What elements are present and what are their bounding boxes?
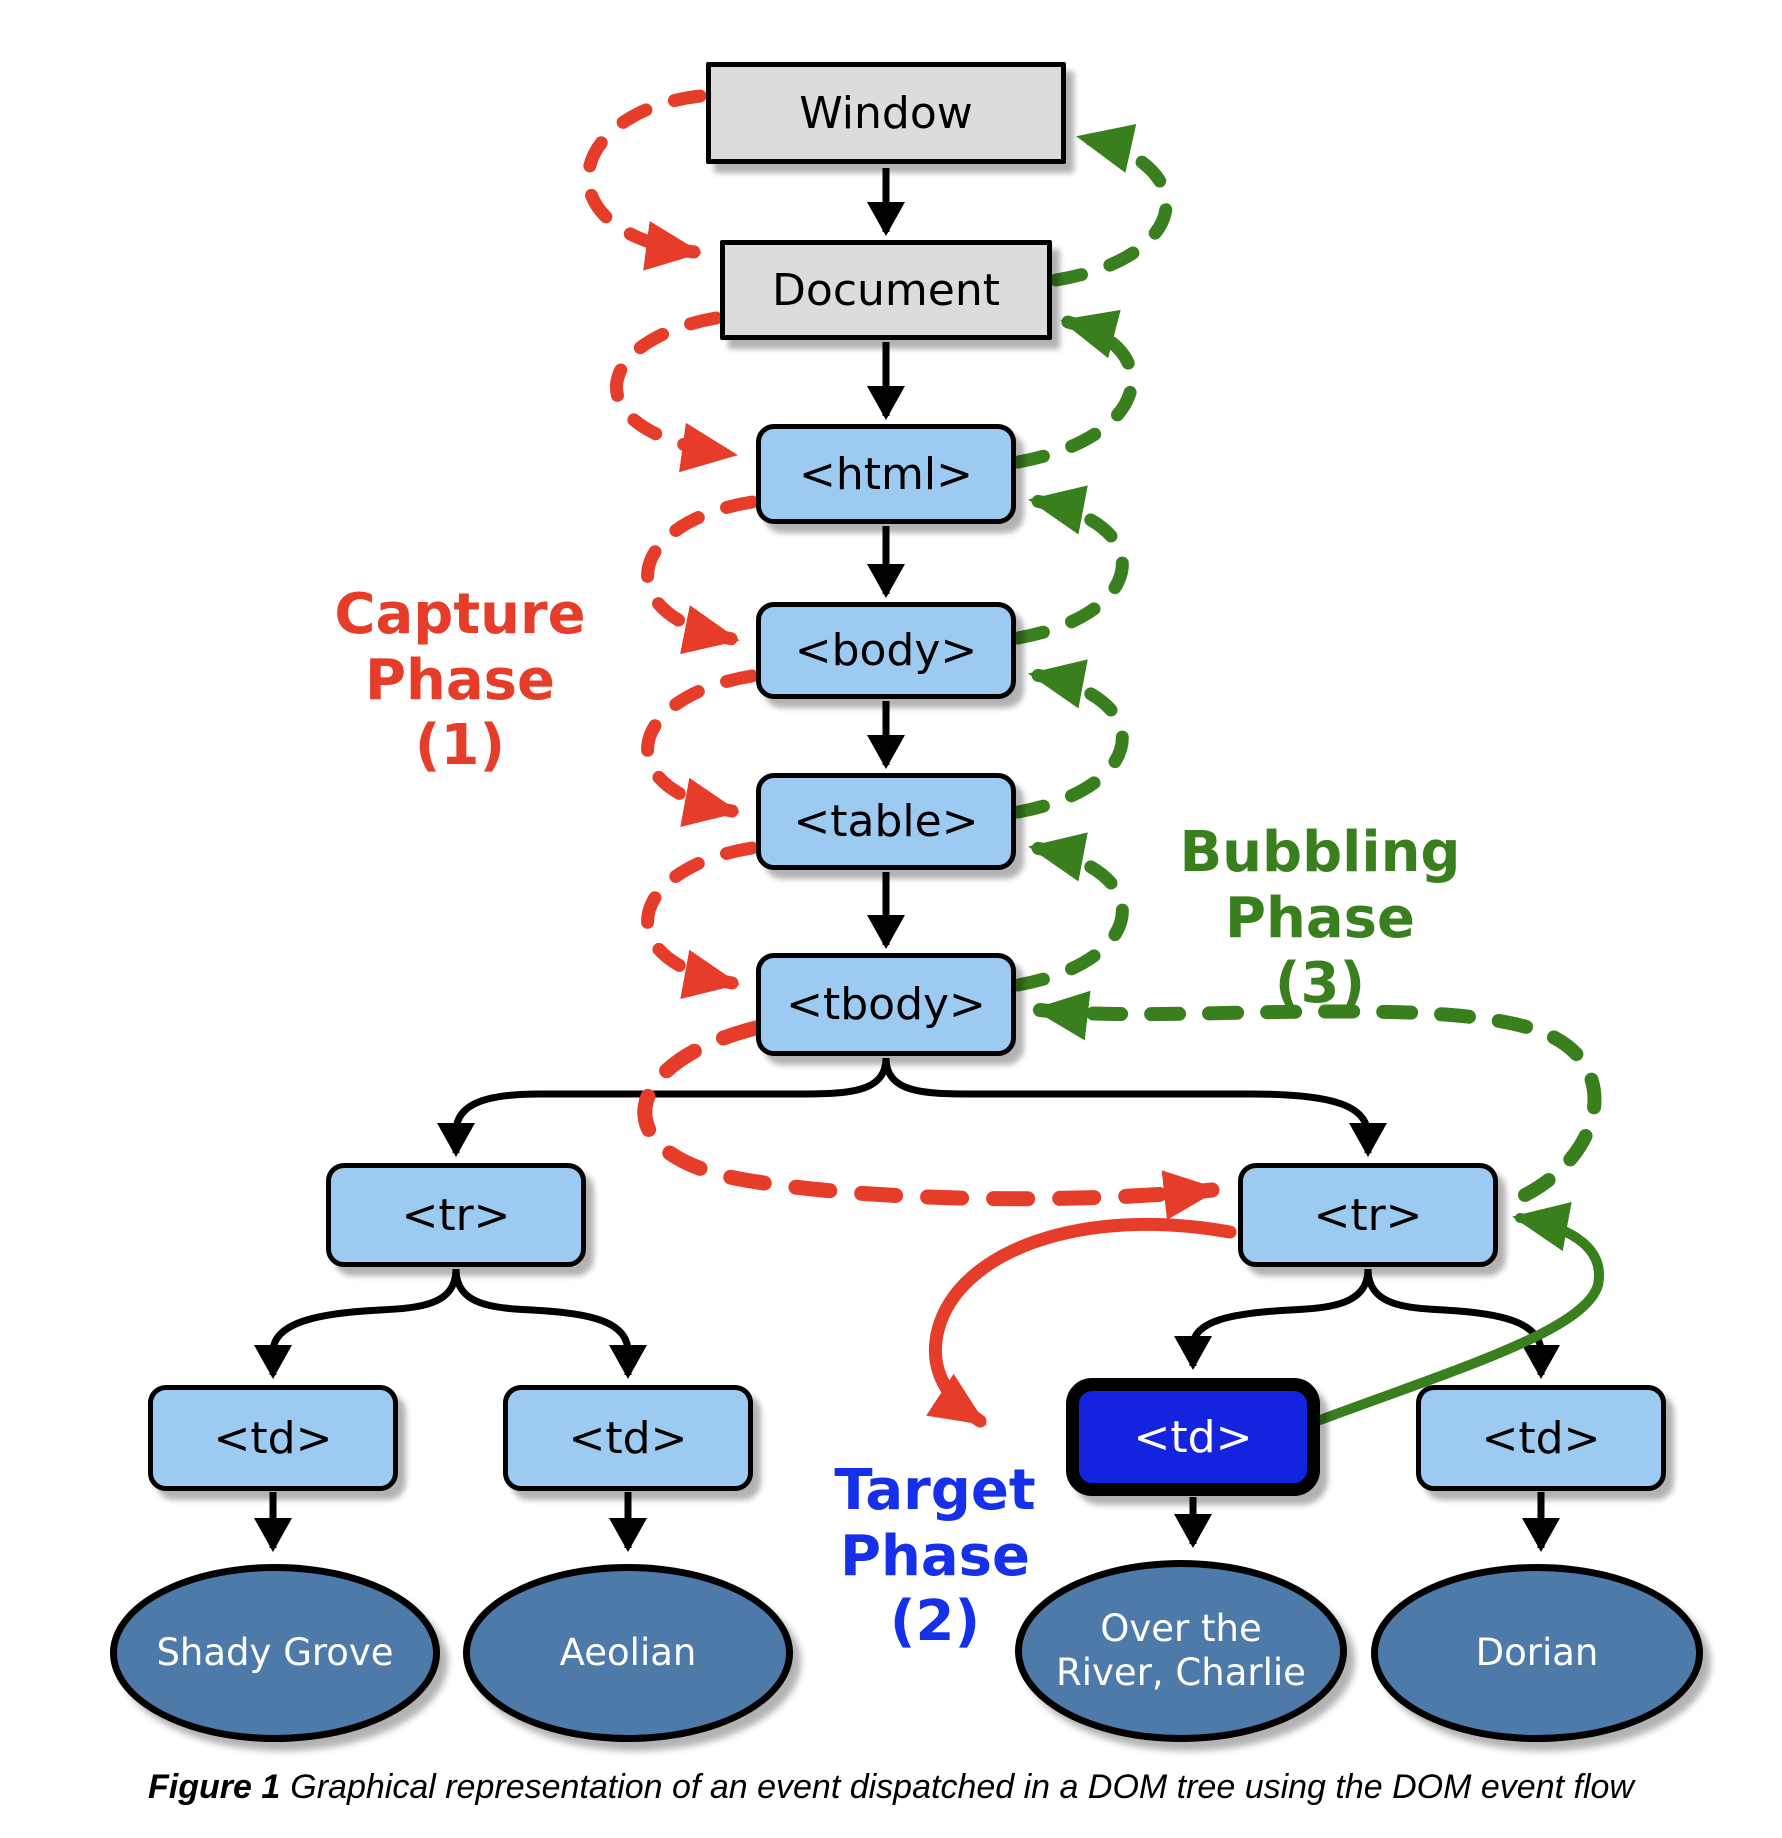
node-td-4: <td> <box>1416 1385 1666 1491</box>
label-target-line2: Phase <box>839 1523 1030 1589</box>
node-document: Document <box>720 240 1052 340</box>
leaf-shady-grove: Shady Grove <box>110 1564 440 1742</box>
node-tr-right: <tr> <box>1238 1163 1498 1267</box>
capture-arc-table-tbody <box>641 841 759 999</box>
label-bubbling-line2: Phase <box>1224 885 1415 951</box>
label-target-line3: (2) <box>889 1589 981 1655</box>
edge-trleft-td1 <box>254 1268 460 1379</box>
leaf-aeolian: Aeolian <box>463 1564 793 1742</box>
figure-caption-text: Graphical representation of an event dis… <box>290 1768 1634 1806</box>
label-capture-line3: (1) <box>414 713 506 779</box>
label-bubbling-phase: Bubbling Phase (3) <box>1135 820 1505 1017</box>
node-html: <html> <box>756 424 1016 524</box>
label-capture-line1: Capture <box>334 582 586 647</box>
edge-trleft-td2 <box>452 1268 647 1379</box>
edge-trright-td4 <box>1364 1268 1560 1379</box>
node-table: <table> <box>756 773 1016 870</box>
bubbling-arc-html-document <box>1011 309 1139 469</box>
label-capture-line2: Phase <box>364 647 555 713</box>
label-capture-phase: Capture Phase (1) <box>285 582 635 779</box>
figure-caption-number: Figure 1 <box>148 1768 281 1806</box>
node-td-1: <td> <box>148 1385 398 1491</box>
label-target-phase: Target Phase (2) <box>795 1458 1075 1655</box>
node-tbody: <tbody> <box>756 953 1016 1056</box>
edge-tbody-tr-left <box>437 1057 890 1157</box>
capture-arc-document-html <box>610 311 738 473</box>
bubbling-arc-table-body <box>1011 659 1129 819</box>
bubbling-arc-tr-tbody <box>1032 990 1602 1202</box>
bubbling-arrow-target-tr <box>1315 1202 1604 1425</box>
leaf-dorian: Dorian <box>1371 1564 1703 1742</box>
capture-arc-tbody-tr-right <box>637 1020 1220 1220</box>
node-td-2: <td> <box>503 1385 753 1491</box>
label-bubbling-line3: (3) <box>1274 951 1366 1017</box>
capture-arrow-to-target <box>926 1217 1237 1428</box>
bubbling-arc-tbody-table <box>1011 832 1129 992</box>
edge-trright-tdtarget <box>1174 1268 1372 1370</box>
capture-arc-body-table <box>641 669 759 827</box>
label-bubbling-line1: Bubbling <box>1179 820 1461 885</box>
edge-tbody-tr-right <box>882 1057 1387 1157</box>
bubbling-arc-body-html <box>1011 485 1129 645</box>
node-body: <body> <box>756 602 1016 699</box>
capture-arc-window-document <box>581 89 707 271</box>
bubbling-arc-document-window <box>1049 124 1173 287</box>
node-window: Window <box>706 62 1066 164</box>
node-td-target: <td> <box>1066 1378 1320 1496</box>
label-target-line1: Target <box>834 1458 1036 1523</box>
node-tr-left: <tr> <box>326 1163 586 1267</box>
leaf-over-the-river: Over the River, Charlie <box>1015 1560 1347 1742</box>
capture-arc-html-body <box>641 495 759 655</box>
